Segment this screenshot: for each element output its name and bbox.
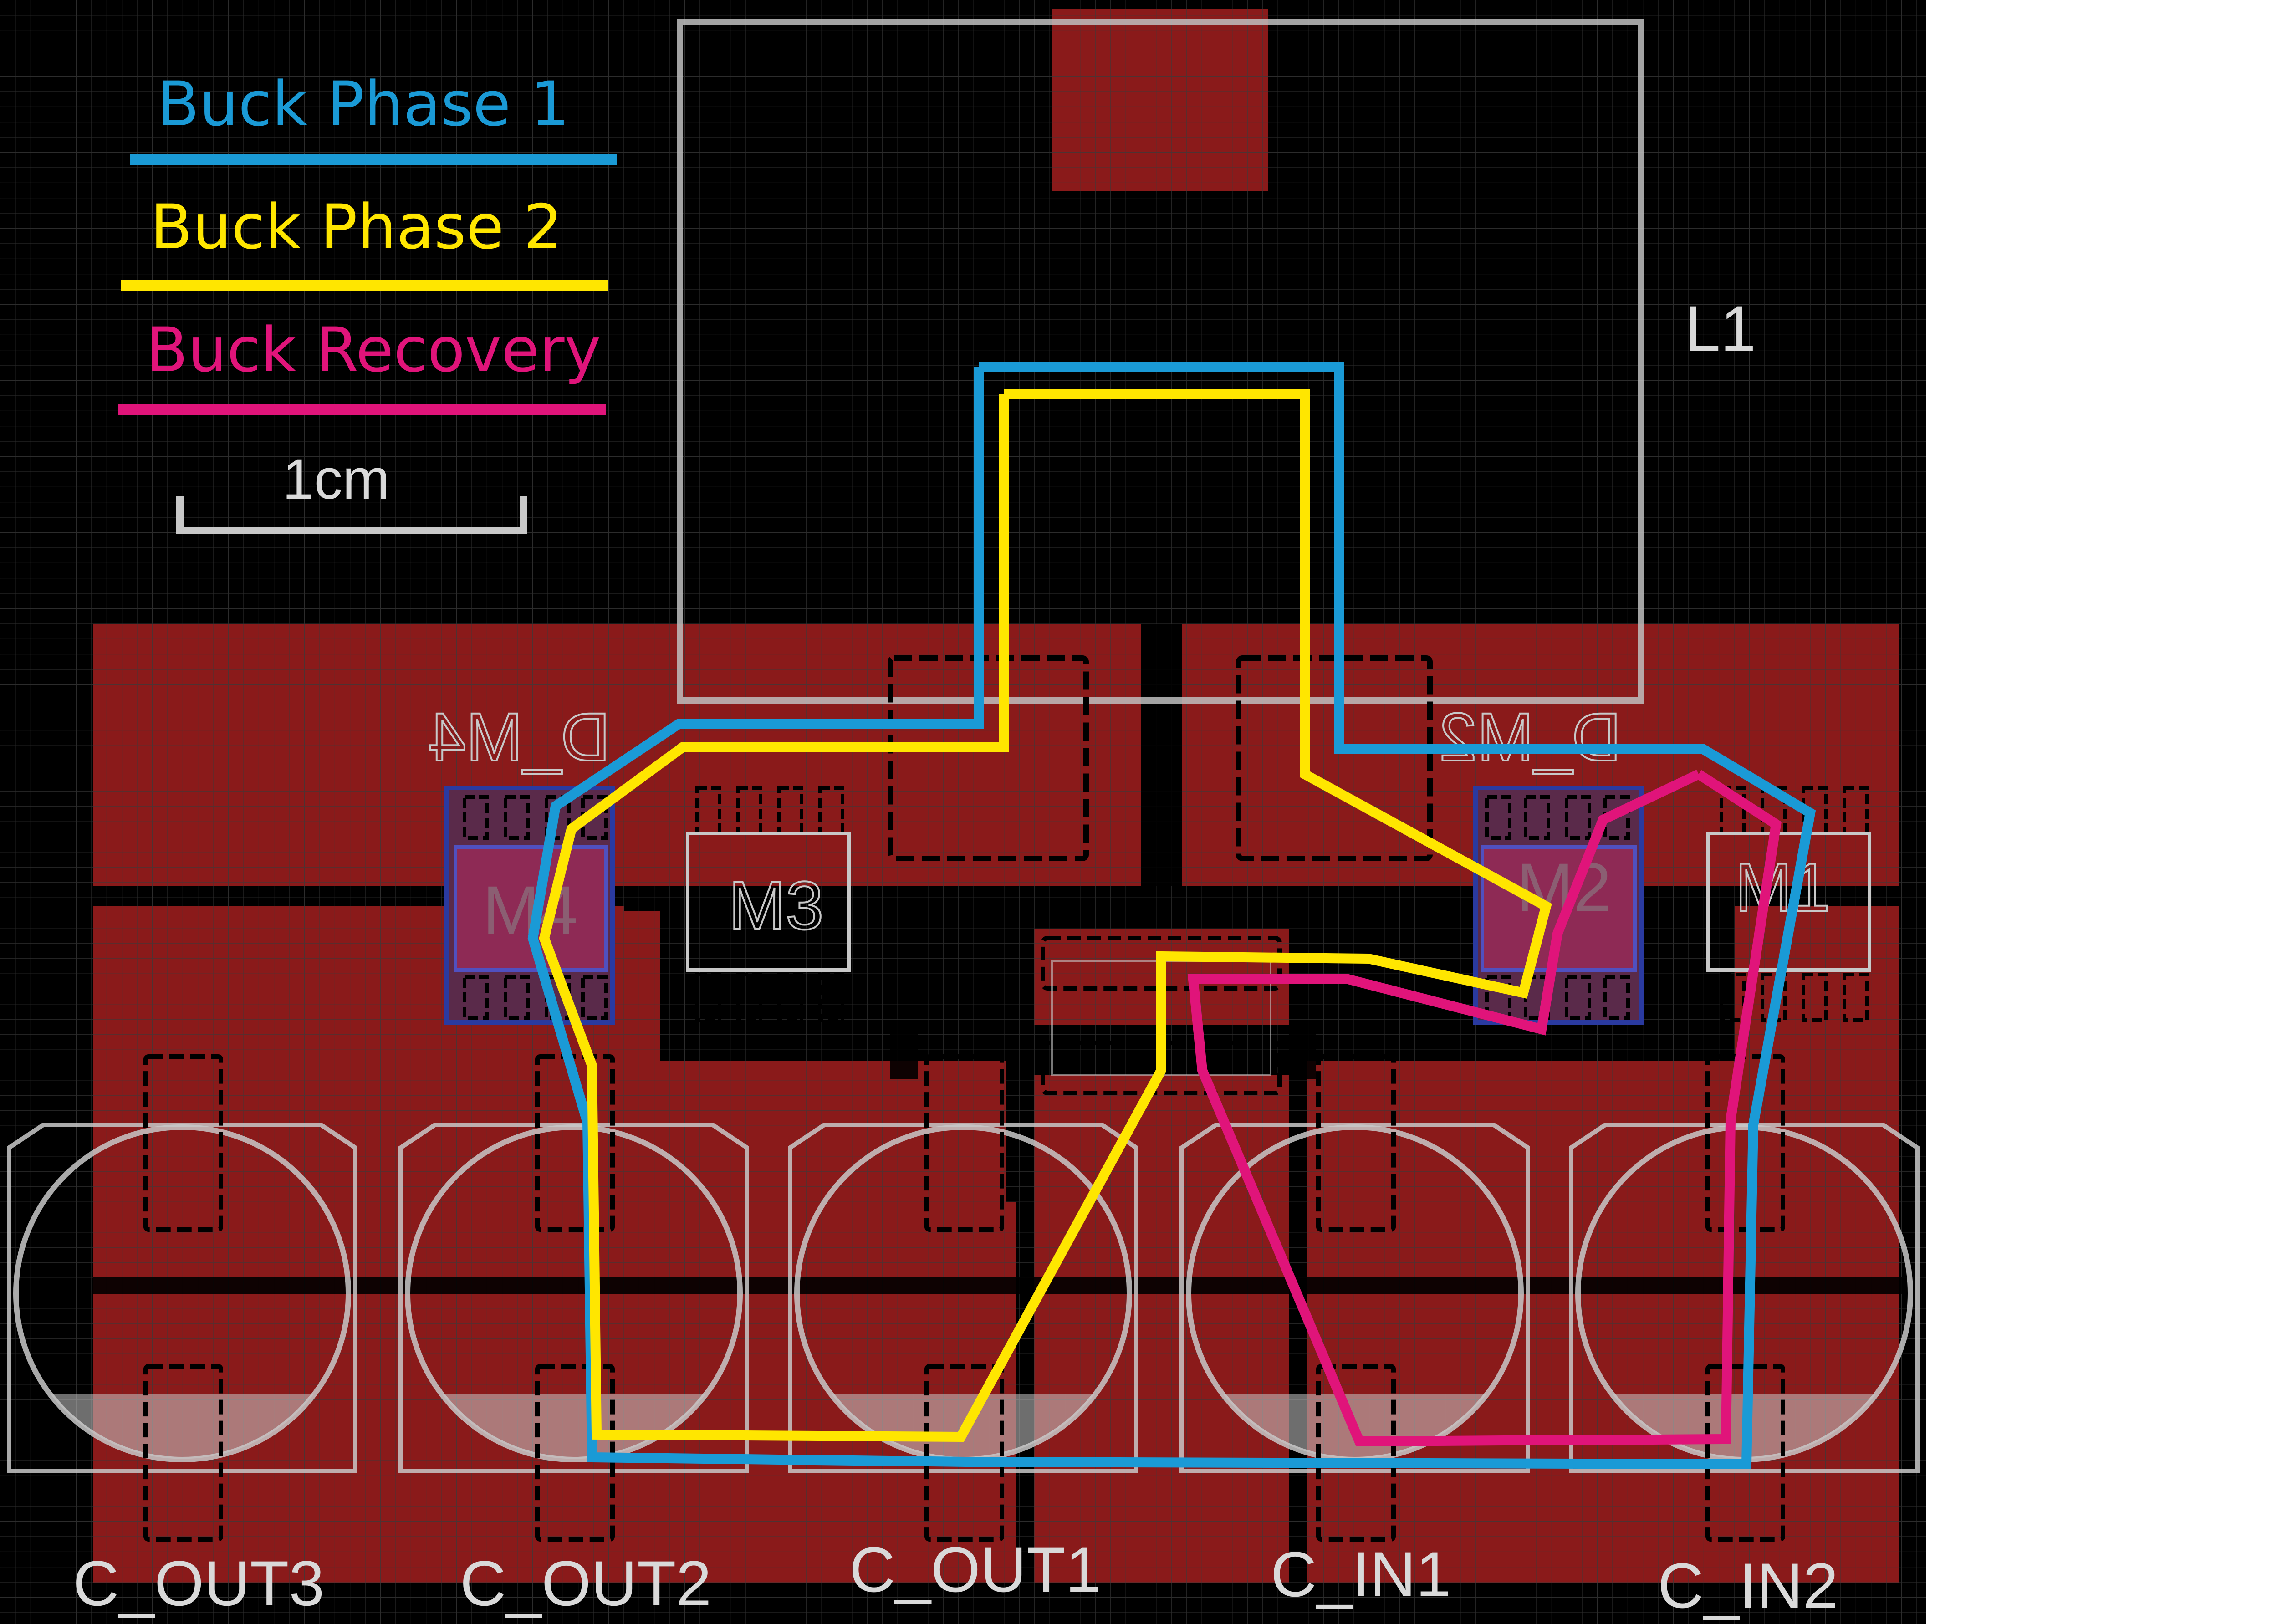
m3-designator: M3 <box>729 867 823 944</box>
c-out1-designator: C_OUT1 <box>849 1534 1101 1605</box>
legend-phase2-swatch <box>121 280 608 291</box>
legend: Buck Phase 1 Buck Phase 2 Buck Recovery <box>118 68 617 415</box>
legend-phase1-swatch <box>130 154 617 165</box>
inductor-designator: L1 <box>1685 293 1756 364</box>
copper-gaps <box>93 624 1915 1294</box>
cap-c-out3 <box>7 1054 357 1542</box>
d-m2-designator: D_M2 <box>1439 699 1621 775</box>
cap-c-out2 <box>398 1054 749 1542</box>
ic-footprint-m4 <box>444 786 615 1025</box>
scale-bar: 1cm <box>176 448 527 534</box>
ic-footprint-m3 <box>686 786 851 1022</box>
scale-bar-label: 1cm <box>282 448 390 511</box>
inductor-outline <box>677 19 1644 704</box>
c-in2-designator: C_IN2 <box>1658 1550 1838 1621</box>
loop-buck-phase-2 <box>539 389 1552 1442</box>
legend-phase1-label: Buck Phase 1 <box>157 68 569 140</box>
c-out2-designator: C_OUT2 <box>460 1547 711 1619</box>
c-in1-designator: C_IN1 <box>1271 1538 1451 1610</box>
d-m4-designator: D_M4 <box>428 699 610 775</box>
c-out3-designator: C_OUT3 <box>73 1547 324 1619</box>
legend-phase2-label: Buck Phase 2 <box>150 191 562 263</box>
legend-recovery-swatch <box>118 404 606 415</box>
loop-buck-recovery <box>1187 770 1782 1447</box>
current-loops <box>527 362 1816 1470</box>
m1-designator: M1 <box>1735 849 1830 925</box>
legend-recovery-label: Buck Recovery <box>146 314 601 386</box>
loop-buck-phase-1 <box>527 362 1816 1470</box>
